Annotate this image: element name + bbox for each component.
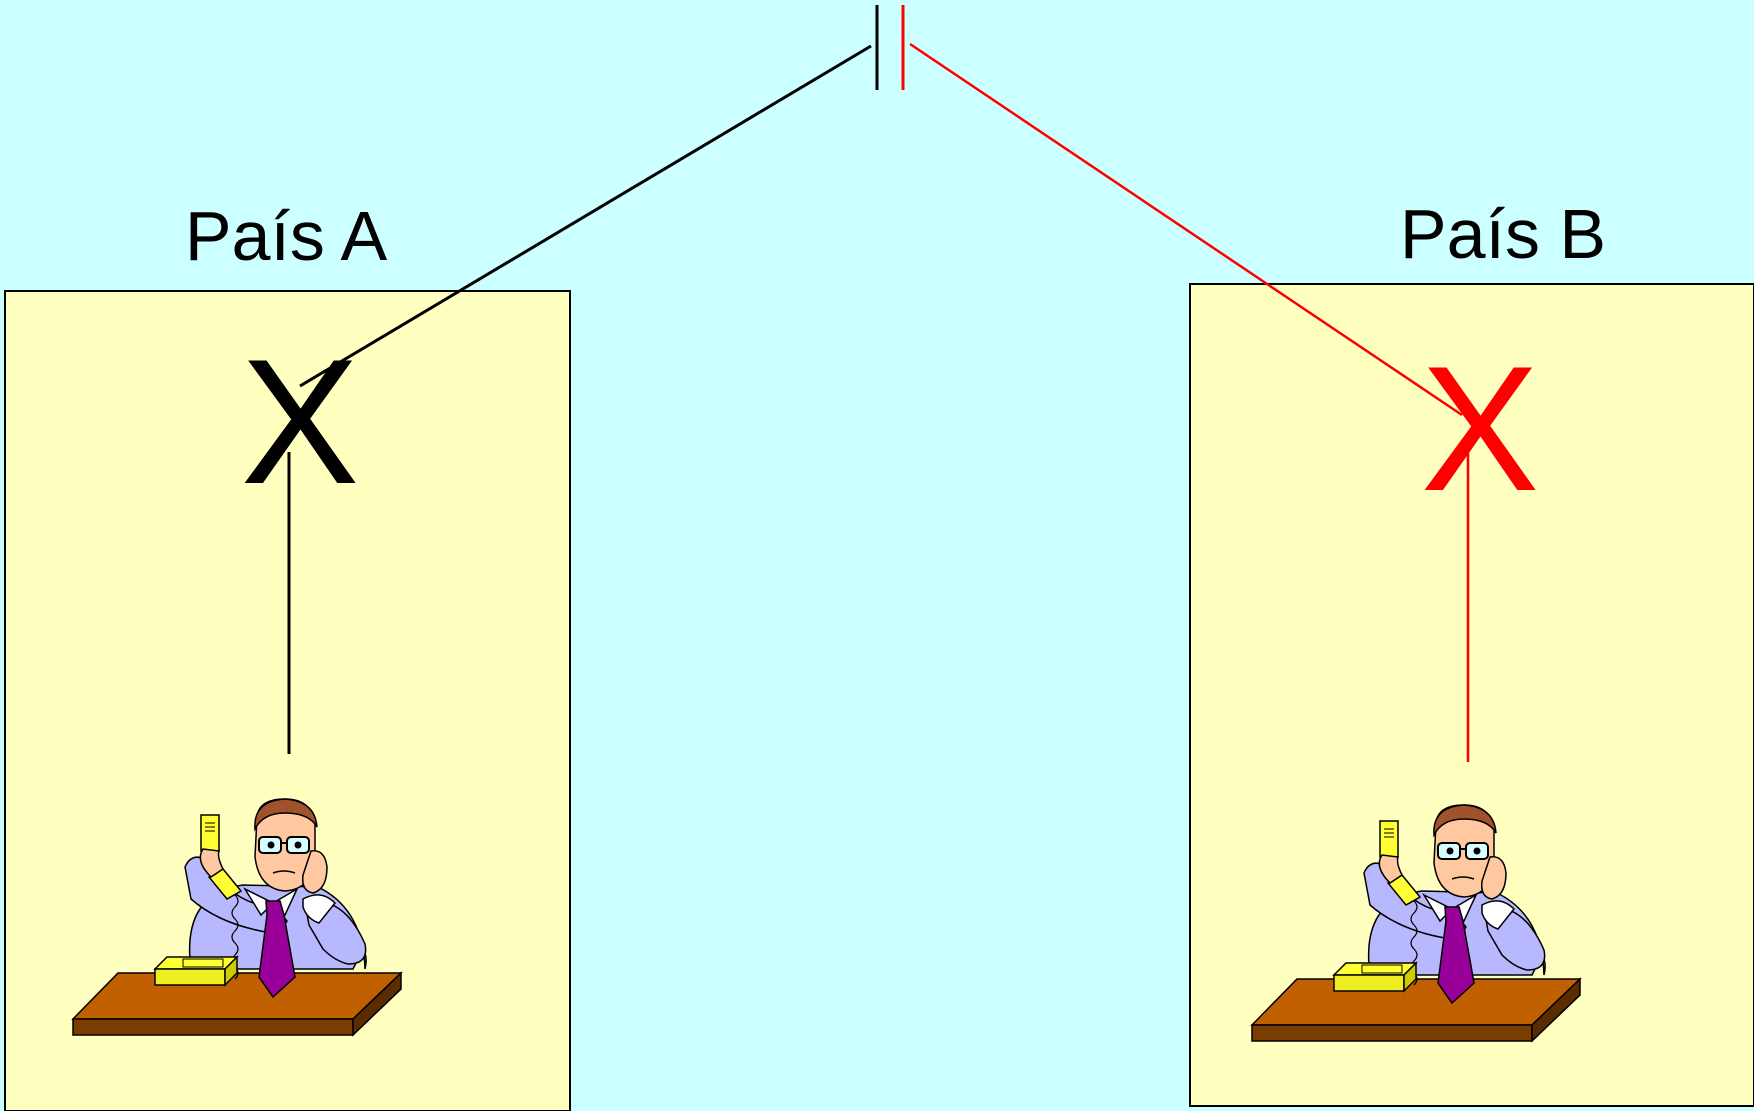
connection-a [287, 44, 872, 754]
connection-b [909, 42, 1470, 762]
exchange-a-marker: X [241, 322, 360, 521]
country-a-label: País A [185, 197, 388, 275]
international-link-icon [875, 5, 905, 90]
exchange-b-marker: X [1421, 329, 1540, 528]
country-b-label: País B [1400, 195, 1606, 273]
